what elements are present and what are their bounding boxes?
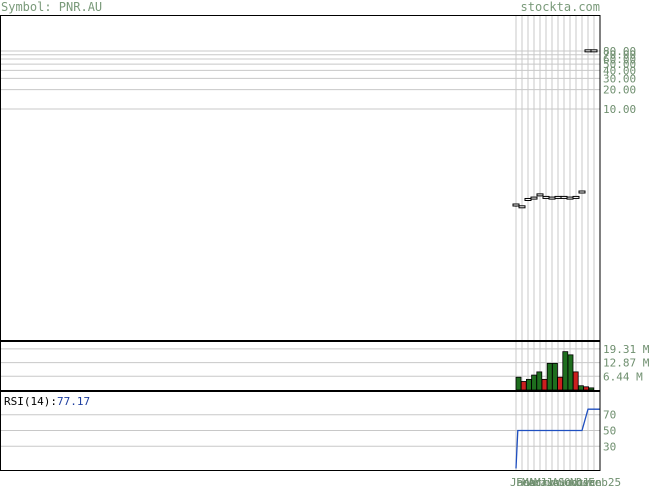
rsi-line [515, 408, 600, 469]
volume-bar [583, 386, 589, 391]
price-bar-body [512, 203, 520, 207]
volume-bar [552, 362, 558, 391]
rsi-value: 77.17 [56, 395, 91, 408]
volume-bar [578, 385, 584, 391]
price-bar-body [590, 49, 598, 53]
price-bar-body [542, 195, 550, 199]
price-bar-body [578, 190, 586, 194]
panel-frames [0, 15, 601, 471]
panel-frame [0, 391, 601, 471]
panel-frame [0, 15, 601, 341]
price-tick-label: 80.00 [603, 45, 636, 58]
volume-tick-label: 19.31 M [603, 343, 650, 356]
site-label: stockta.com [520, 0, 600, 14]
rsi-label: RSI(14):77.17 [4, 396, 90, 408]
price-bar-body [518, 205, 526, 209]
volume-bar [588, 387, 595, 391]
price-bar-body [524, 197, 532, 201]
volume-bar [526, 378, 532, 391]
x-tick-label: Nov [570, 476, 590, 486]
rsi-tick-label: 30 [603, 440, 616, 453]
x-tick-label: Dec [576, 476, 596, 486]
volume-bar [536, 371, 543, 391]
x-tick-label: Mar [522, 476, 542, 486]
rsi-label-text: RSI(14): [4, 395, 57, 408]
price-tick-label: 20.00 [603, 84, 636, 97]
x-tick-label: May [534, 476, 554, 486]
x-tick-label: Apr [528, 476, 548, 486]
x-tick-label: Jan [510, 476, 530, 486]
price-bars [512, 49, 598, 209]
symbol-label: Symbol: PNR.AU [1, 0, 103, 14]
price-bar-body [554, 195, 562, 199]
x-tick-label: Jul [546, 476, 566, 486]
x-tick-label: Aug [552, 476, 572, 486]
x-tick-label: Feb [516, 476, 536, 486]
x-tick-label: Sep [558, 476, 578, 486]
price-tick-label: 60.00 [603, 53, 636, 66]
grid-lines [1, 15, 600, 470]
x-tick-label: Feb25 [588, 476, 621, 486]
volume-bars [515, 351, 595, 391]
price-bar-body [566, 196, 574, 200]
volume-bar [531, 374, 537, 391]
volume-bar [567, 354, 574, 391]
volume-tick-label: 6.44 M [603, 370, 643, 383]
x-tick-label: Jun [540, 476, 560, 486]
volume-bar [572, 371, 579, 391]
price-bar-body [584, 49, 592, 53]
price-bar-body [530, 196, 538, 200]
volume-bar [546, 362, 553, 391]
rsi-tick-label: 50 [603, 425, 616, 438]
price-bar-body [560, 195, 568, 199]
volume-bar [520, 381, 527, 391]
price-tick-label: 10.00 [603, 103, 636, 116]
rsi-series [515, 408, 600, 469]
volume-bar [541, 378, 548, 391]
x-tick-label: Jan [582, 476, 602, 486]
price-bar-body [536, 193, 544, 197]
volume-bar [515, 376, 522, 391]
volume-bar [562, 351, 569, 391]
rsi-tick-label: 70 [603, 409, 616, 422]
x-tick-label: Oct [564, 476, 584, 486]
price-tick-label: 40.00 [603, 64, 636, 77]
price-tick-label: 50.00 [603, 58, 636, 71]
volume-bar [557, 376, 563, 391]
price-tick-label: 70.00 [603, 49, 636, 62]
price-tick-label: 30.00 [603, 72, 636, 85]
volume-tick-label: 12.87 M [603, 357, 650, 370]
axis-labels: JanFebMarAprMayJunJulAugSepOctNovDecJanF… [510, 45, 650, 486]
panel-frame [0, 341, 601, 391]
price-bar-body [572, 195, 580, 199]
price-bar-body [548, 196, 556, 200]
